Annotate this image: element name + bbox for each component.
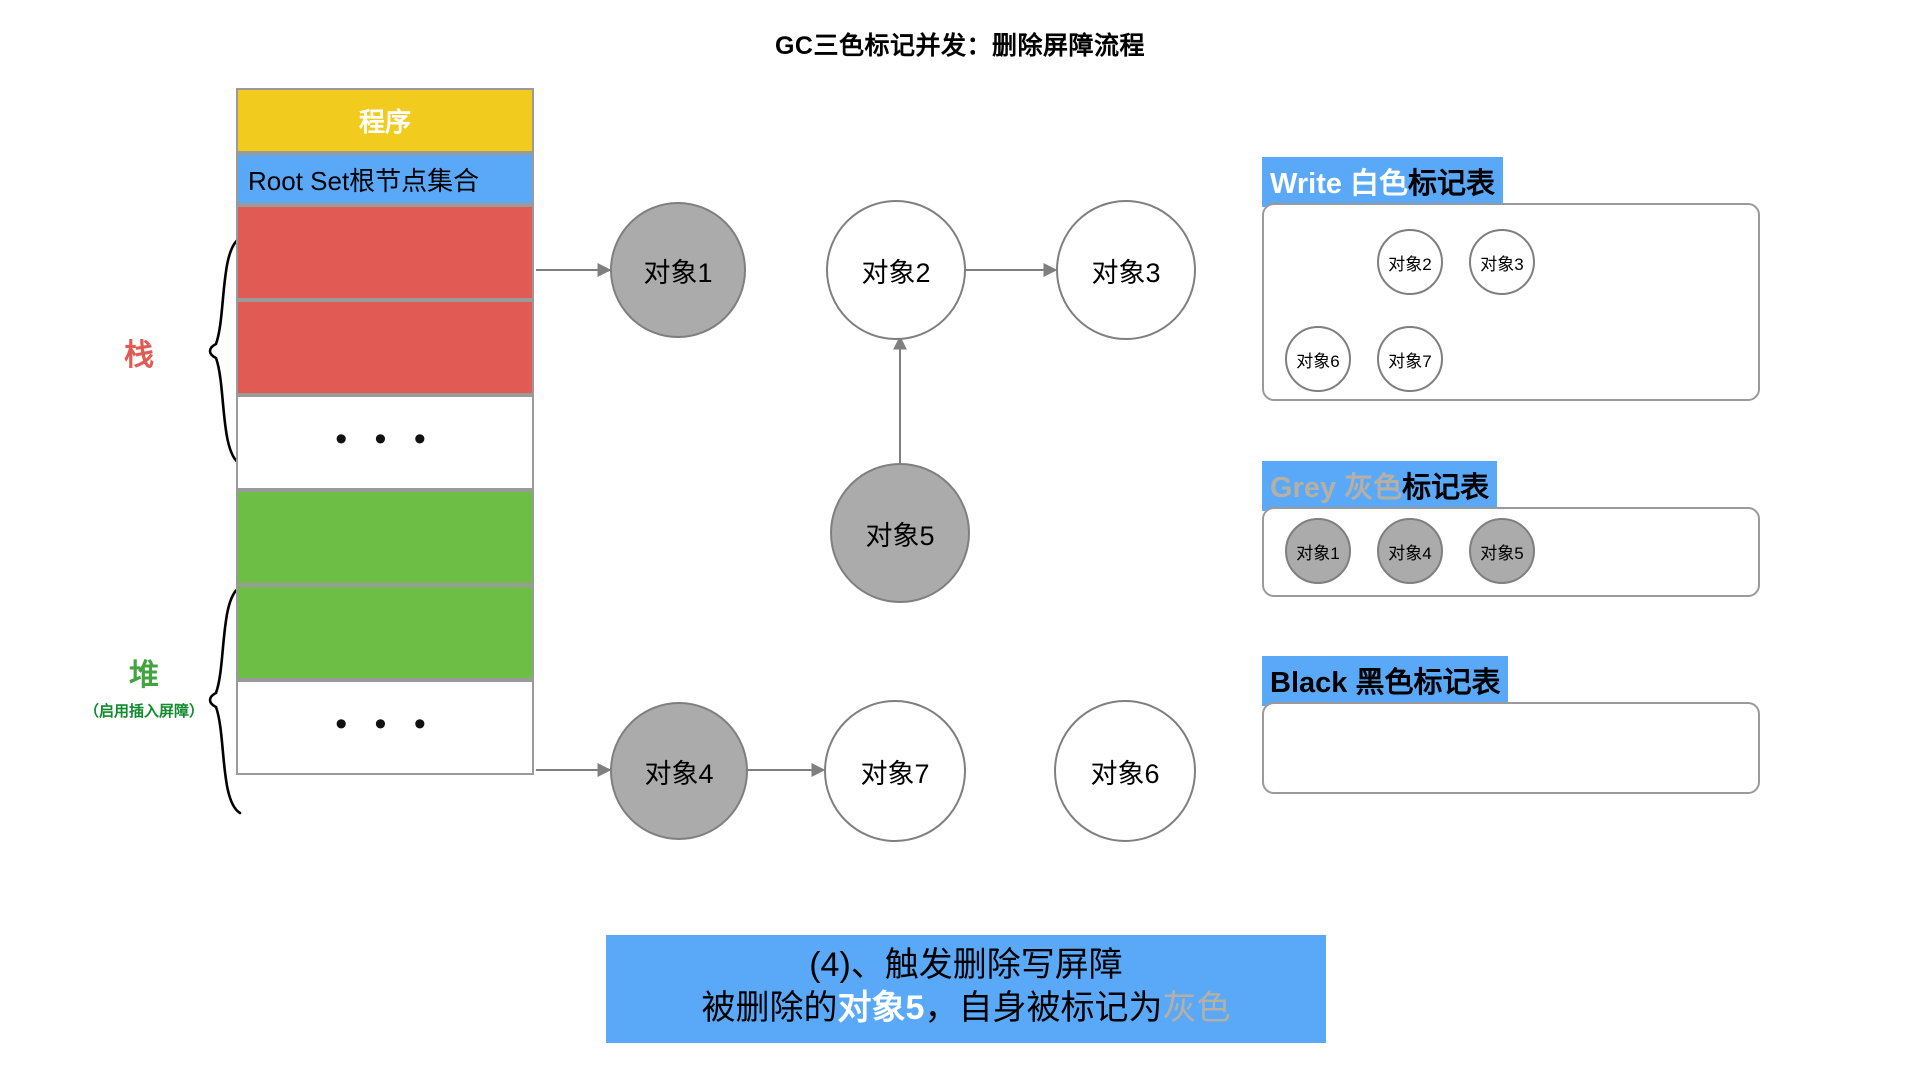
node-label: 对象1 xyxy=(643,257,713,288)
chip-grey-1[interactable]: 对象1 xyxy=(1285,518,1351,584)
chip-label: 对象5 xyxy=(1480,543,1524,563)
chip-label: 对象1 xyxy=(1296,543,1340,563)
chip-white-1[interactable]: 对象2 xyxy=(1377,229,1443,295)
white-table-header: Write 白色标记表 xyxy=(1262,157,1504,207)
caption-grey-highlight: 灰色 xyxy=(1162,988,1231,1027)
caption-text-b: ，自身被标记为 xyxy=(924,988,1163,1027)
white-table-header-suffix: 标记表 xyxy=(1408,168,1496,200)
node-label: 对象2 xyxy=(861,257,931,288)
heap-brace xyxy=(200,585,244,815)
grey-table-header-color: 灰色 xyxy=(1336,472,1403,504)
node-label: 对象4 xyxy=(644,758,714,789)
black-table-header: Black 黑色标记表 xyxy=(1262,656,1509,706)
heap-slot-2 xyxy=(236,585,534,680)
node-obj4[interactable]: 对象4 xyxy=(610,702,748,840)
white-table-header-en: Write xyxy=(1270,168,1342,200)
chip-white-2[interactable]: 对象3 xyxy=(1469,229,1535,295)
node-label: 对象5 xyxy=(865,520,935,551)
stack-brace xyxy=(200,236,244,466)
node-label: 对象6 xyxy=(1090,758,1160,789)
ellipsis-dots: • • • xyxy=(335,419,435,458)
node-label: 对象3 xyxy=(1091,257,1161,288)
chip-grey-2[interactable]: 对象4 xyxy=(1377,518,1443,584)
heap-sublabel: （启用插入屏障） xyxy=(83,703,204,720)
grey-table-header: Grey 灰色标记表 xyxy=(1262,461,1498,511)
stack-label: 栈 xyxy=(124,339,154,372)
node-obj5[interactable]: 对象5 xyxy=(830,463,970,603)
chip-grey-3[interactable]: 对象5 xyxy=(1469,518,1535,584)
program-box: 程序 xyxy=(236,88,534,153)
stack-slot-ellipsis: • • • xyxy=(236,395,534,490)
caption-line-1: (4)、触发删除写屏障 xyxy=(809,946,1123,984)
grey-table-header-en: Grey xyxy=(1270,472,1337,504)
node-obj3[interactable]: 对象3 xyxy=(1056,200,1196,340)
node-obj7[interactable]: 对象7 xyxy=(824,700,966,842)
page-title: GC三色标记并发：删除屏障流程 xyxy=(774,32,1145,60)
black-mark-table xyxy=(1262,702,1760,794)
caption-box: (4)、触发删除写屏障 被删除的对象5，自身被标记为灰色 xyxy=(606,935,1326,1043)
grey-table-header-suffix: 标记表 xyxy=(1402,472,1490,504)
heap-slot-1 xyxy=(236,490,534,585)
chip-label: 对象4 xyxy=(1388,543,1432,563)
black-table-header-en: Black xyxy=(1270,667,1348,699)
chip-label: 对象3 xyxy=(1480,254,1524,274)
stack-slot-1 xyxy=(236,205,534,300)
ellipsis-dots: • • • xyxy=(335,704,435,743)
black-table-header-color: 黑色 xyxy=(1347,667,1414,699)
node-obj1[interactable]: 对象1 xyxy=(610,202,746,338)
node-obj2[interactable]: 对象2 xyxy=(826,200,966,340)
node-label: 对象7 xyxy=(860,758,930,789)
heap-slot-ellipsis: • • • xyxy=(236,680,534,775)
chip-label: 对象6 xyxy=(1296,351,1340,371)
chip-white-4[interactable]: 对象7 xyxy=(1377,326,1443,392)
chip-label: 对象7 xyxy=(1388,351,1432,371)
white-table-header-color: 白色 xyxy=(1341,168,1409,200)
caption-text-a: 被删除的 xyxy=(701,988,838,1027)
node-obj6[interactable]: 对象6 xyxy=(1054,700,1196,842)
chip-white-3[interactable]: 对象6 xyxy=(1285,326,1351,392)
stack-slot-2 xyxy=(236,300,534,395)
caption-object-highlight: 对象5 xyxy=(837,988,925,1027)
white-mark-table: 对象2 对象3 对象6 对象7 xyxy=(1262,203,1760,401)
heap-label: 堆 xyxy=(129,659,159,692)
chip-label: 对象2 xyxy=(1388,254,1432,274)
grey-mark-table: 对象1 对象4 对象5 xyxy=(1262,507,1760,597)
caption-line-2: 被删除的对象5，自身被标记为灰色 xyxy=(606,987,1326,1030)
memory-column: 程序 Root Set根节点集合 • • • • • • xyxy=(236,88,534,775)
black-table-header-suffix: 标记表 xyxy=(1413,667,1501,699)
root-set-box: Root Set根节点集合 xyxy=(236,153,534,205)
